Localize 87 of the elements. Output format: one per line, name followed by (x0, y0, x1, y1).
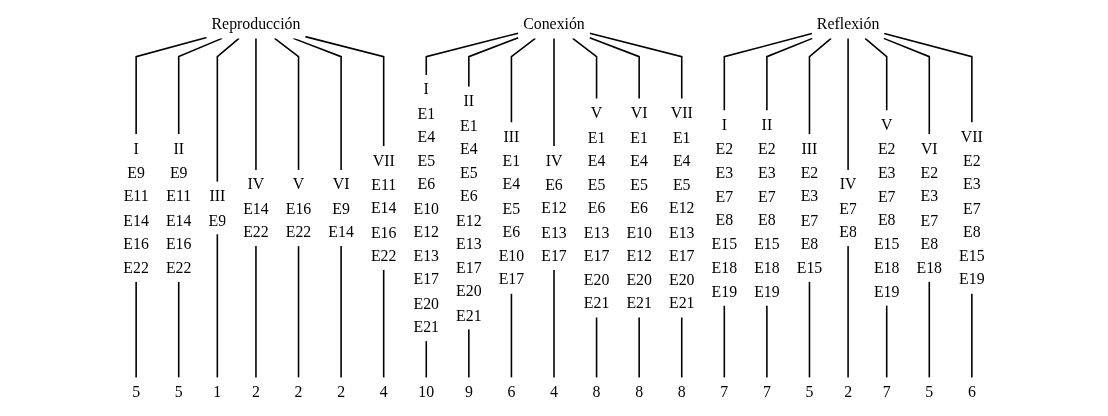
connector (468, 328, 470, 379)
node-text: I E1 E4 E5 E6 E10 E12 E13 E17 E20 E21 (413, 79, 440, 336)
connector (808, 37, 832, 136)
connector (553, 37, 555, 147)
connector (135, 36, 208, 136)
connector (885, 304, 888, 379)
connector (723, 32, 813, 112)
node-text: 8 (592, 382, 601, 401)
connector (216, 37, 240, 183)
node-text: 6 (507, 382, 516, 401)
connector (135, 280, 137, 379)
node-text: 4 (379, 382, 388, 401)
connector (723, 304, 726, 379)
node-text: 7 (762, 382, 771, 401)
connector (255, 37, 257, 171)
connector (340, 245, 342, 379)
node-text: 2 (337, 382, 346, 401)
node-text: VI E2 E3 E7 E8 E18 (916, 139, 943, 277)
connector (766, 37, 814, 112)
connector (177, 37, 223, 136)
node-text: 7 (882, 382, 891, 401)
node-text: VII E2 E3 E7 E8 E15 E19 (959, 127, 985, 289)
node-text: 5 (174, 382, 183, 401)
node-text: 8 (635, 382, 644, 401)
connector (425, 32, 520, 76)
node-text: 2 (251, 382, 260, 401)
node-text: II E2 E3 E7 E8 E15 E18 E19 (754, 115, 780, 300)
node-text: 4 (550, 382, 558, 401)
connector (177, 280, 180, 379)
connector (297, 245, 300, 379)
node-text: VI E9 E14 (328, 174, 354, 241)
connector (588, 32, 683, 100)
connector (588, 36, 640, 100)
connector (304, 35, 385, 147)
node-text: 7 (720, 382, 729, 401)
node-text: V E16 E22 (285, 174, 312, 241)
node-text: 10 (418, 382, 435, 401)
node-text: 1 (213, 382, 222, 401)
node-text: Reproducción (211, 14, 301, 33)
connector (273, 37, 300, 171)
connector (847, 37, 849, 171)
node-text: IV E6 E12 E13 E17 (541, 151, 567, 265)
connector (510, 292, 513, 379)
connector (766, 304, 768, 379)
connector (510, 37, 537, 124)
node-text: 8 (677, 382, 686, 401)
node-text: IV E7 E8 (839, 174, 857, 241)
connector (864, 37, 888, 112)
node-text: V E2 E3 E7 E8 E15 E18 E19 (873, 115, 900, 300)
node-text: III E9 (208, 186, 227, 229)
node-text: 6 (967, 382, 976, 401)
connector (595, 316, 598, 379)
node-text: VI E1 E4 E5 E6 E10 E12 E20 E21 (626, 103, 652, 312)
connector (808, 280, 811, 379)
node-text: II E1 E4 E5 E6 E12 E13 E17 E20 E21 (456, 91, 482, 324)
node-text: 5 (805, 382, 814, 401)
connector (882, 37, 931, 136)
connector (971, 292, 973, 379)
node-text: III E1 E4 E5 E6 E10 E17 (498, 127, 525, 289)
connector (928, 280, 931, 379)
connector (425, 340, 428, 379)
node-text: 2 (294, 382, 303, 401)
connector (382, 269, 385, 379)
node-text: Conexión (523, 14, 585, 33)
connector (883, 32, 973, 124)
node-text: V E1 E4 E5 E6 E13 E17 E20 E21 (583, 103, 610, 312)
node-text: I E9 E11 E14 E16 E22 (123, 139, 149, 277)
connector (571, 37, 598, 100)
connector (255, 245, 257, 379)
node-text: 5 (925, 382, 934, 401)
connector (553, 269, 555, 379)
connector (680, 316, 683, 379)
connector (847, 245, 849, 379)
node-text: VII E1 E4 E5 E12 E13 E17 E20 E21 (668, 103, 695, 312)
connector (468, 36, 520, 88)
node-text: 2 (844, 382, 853, 401)
node-text: I E2 E3 E7 E8 E15 E18 E19 (711, 115, 738, 300)
node-text: II E9 E11 E14 E16 E22 (165, 139, 192, 277)
node-text: 5 (132, 382, 141, 401)
node-text: III E2 E3 E7 E8 E15 (796, 139, 823, 277)
connector (638, 316, 640, 379)
node-text: VII E11 E14 E16 E22 (370, 151, 397, 265)
connector (216, 233, 219, 379)
node-text: IV E14 E22 (243, 174, 269, 241)
connector (292, 37, 342, 171)
node-text: 9 (464, 382, 473, 401)
node-text: Reflexión (816, 14, 880, 33)
